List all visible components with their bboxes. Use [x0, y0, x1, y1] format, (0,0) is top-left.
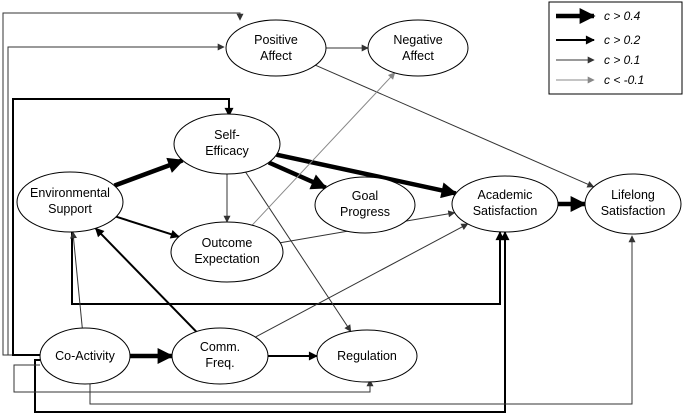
node-label-line: Efficacy — [205, 144, 249, 158]
edge-co-activity-environmental-support — [70, 231, 83, 329]
node-outcome-expectation: Outcome Expectation — [170, 221, 284, 283]
legend-label-strongest: c > 0.4 — [604, 9, 641, 23]
edge-environmental-support-academic-satisfaction — [71, 231, 505, 305]
edge-self-efficacy-regulation — [245, 171, 352, 332]
nodes: Positive Affect Negative Affect Self- Ef… — [16, 19, 682, 385]
node-label-line: Co-Activity — [55, 349, 115, 363]
node-academic-satisfaction: Academic Satisfaction — [451, 175, 559, 233]
edge-comm-freq-environmental-support — [94, 227, 198, 333]
edge-co-activity-lifelong-satisfaction — [89, 235, 636, 405]
edge-co-activity-academic-satisfaction — [34, 231, 510, 413]
node-label-line: Progress — [340, 205, 390, 219]
node-environmental-support: Environmental Support — [16, 171, 124, 233]
node-label-line: Expectation — [194, 252, 259, 266]
legend-label-negative: c < -0.1 — [604, 73, 644, 87]
node-label-line: Regulation — [337, 349, 397, 363]
node-positive-affect: Positive Affect — [225, 19, 327, 77]
node-label-line: Freq. — [205, 356, 234, 370]
node-label-line: Negative — [393, 33, 442, 47]
routed-connectors — [2, 12, 636, 413]
node-label-line: Comm. — [200, 340, 240, 354]
node-negative-affect: Negative Affect — [367, 19, 469, 77]
node-label-line: Outcome — [202, 236, 253, 250]
node-label-line: Affect — [402, 49, 434, 63]
node-label-line: Academic — [478, 188, 533, 202]
node-label-line: Affect — [260, 49, 292, 63]
legend-label-strong: c > 0.2 — [604, 33, 641, 47]
node-label-line: Satisfaction — [473, 204, 538, 218]
edge-outcome-expectation-negative-affect — [251, 72, 396, 226]
node-label-line: Lifelong — [611, 188, 655, 202]
edge-co-activity-regulation — [13, 364, 374, 393]
node-regulation: Regulation — [316, 329, 418, 383]
node-label-line: Positive — [254, 33, 298, 47]
legend: c > 0.4 c > 0.2 c > 0.1 c < -0.1 — [548, 1, 683, 95]
node-label-line: Support — [48, 202, 92, 216]
edge-positive-affect-lifelong-satisfaction — [315, 64, 595, 188]
node-lifelong-satisfaction: Lifelong Satisfaction — [584, 173, 682, 235]
edge-comm-freq-academic-satisfaction — [255, 223, 469, 338]
node-self-efficacy: Self- Efficacy — [173, 113, 281, 175]
edges — [70, 44, 595, 364]
node-goal-progress: Goal Progress — [314, 176, 416, 234]
node-label-line: Goal — [352, 189, 378, 203]
edge-self-efficacy-goal-progress — [267, 160, 328, 190]
edge-co-activity-self-efficacy — [12, 98, 234, 356]
node-co-activity: Co-Activity — [39, 327, 131, 385]
node-label-line: Satisfaction — [601, 204, 666, 218]
legend-label-moderate: c > 0.1 — [604, 53, 640, 67]
node-label-line: Self- — [214, 128, 240, 142]
edge-environmental-support-outcome-expectation — [115, 215, 180, 239]
node-comm-freq: Comm. Freq. — [171, 327, 269, 385]
edge-self-efficacy-academic-satisfaction — [276, 152, 458, 199]
edge-environmental-support-self-efficacy — [113, 157, 185, 188]
node-label-line: Environmental — [30, 186, 110, 200]
